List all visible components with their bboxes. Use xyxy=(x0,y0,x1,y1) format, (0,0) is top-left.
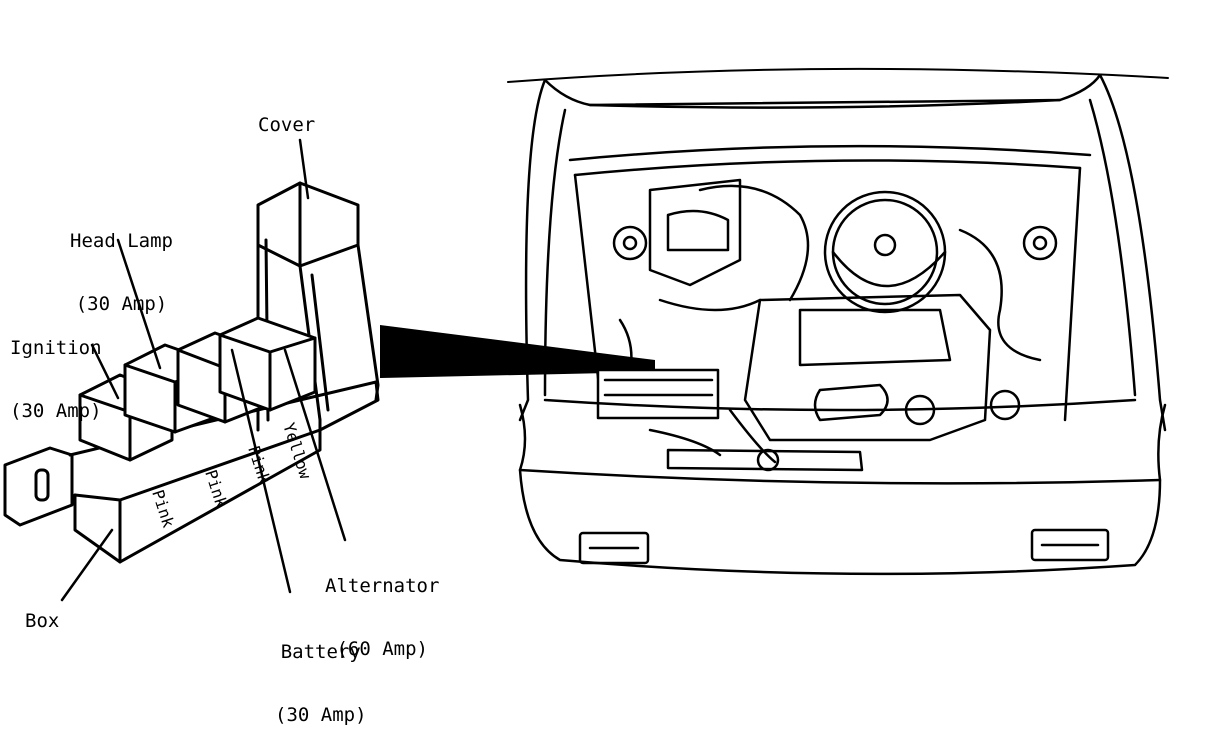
leader-alternator xyxy=(283,348,347,542)
fusible-link-diagram: Pink Pink Pink Yellow xyxy=(3,67,1169,602)
air-cleaner xyxy=(823,190,947,314)
leader-lines xyxy=(60,138,347,602)
label-head-lamp: Head Lamp (30 Amp) xyxy=(70,189,173,336)
label-battery-rating: (30 Amp) xyxy=(275,704,367,726)
label-battery-name: Battery xyxy=(280,641,361,663)
leader-box xyxy=(60,528,114,602)
wire-label-pink-front: Pink xyxy=(148,487,178,530)
label-ignition-name: Ignition xyxy=(10,337,102,359)
wire-label-pink-rear: Pink xyxy=(244,443,274,486)
fuse-alternator xyxy=(218,316,317,412)
label-head-lamp-name: Head Lamp xyxy=(70,230,173,252)
location-pointer xyxy=(380,325,655,378)
leader-ignition xyxy=(90,343,120,400)
leader-head-lamp xyxy=(116,238,162,370)
label-battery: Battery (30 Amp) xyxy=(275,600,367,747)
leader-battery xyxy=(230,348,292,594)
label-alternator-name: Alternator xyxy=(325,575,440,597)
engine-bay-illustration xyxy=(507,67,1169,576)
leader-cover xyxy=(298,138,310,200)
label-ignition-rating: (30 Amp) xyxy=(10,400,102,422)
label-head-lamp-rating: (30 Amp) xyxy=(75,293,168,315)
label-ignition: Ignition (30 Amp) xyxy=(10,296,102,443)
label-cover: Cover xyxy=(258,114,316,136)
wire-label-pink-middle: Pink xyxy=(201,467,231,510)
label-box: Box xyxy=(25,610,60,632)
